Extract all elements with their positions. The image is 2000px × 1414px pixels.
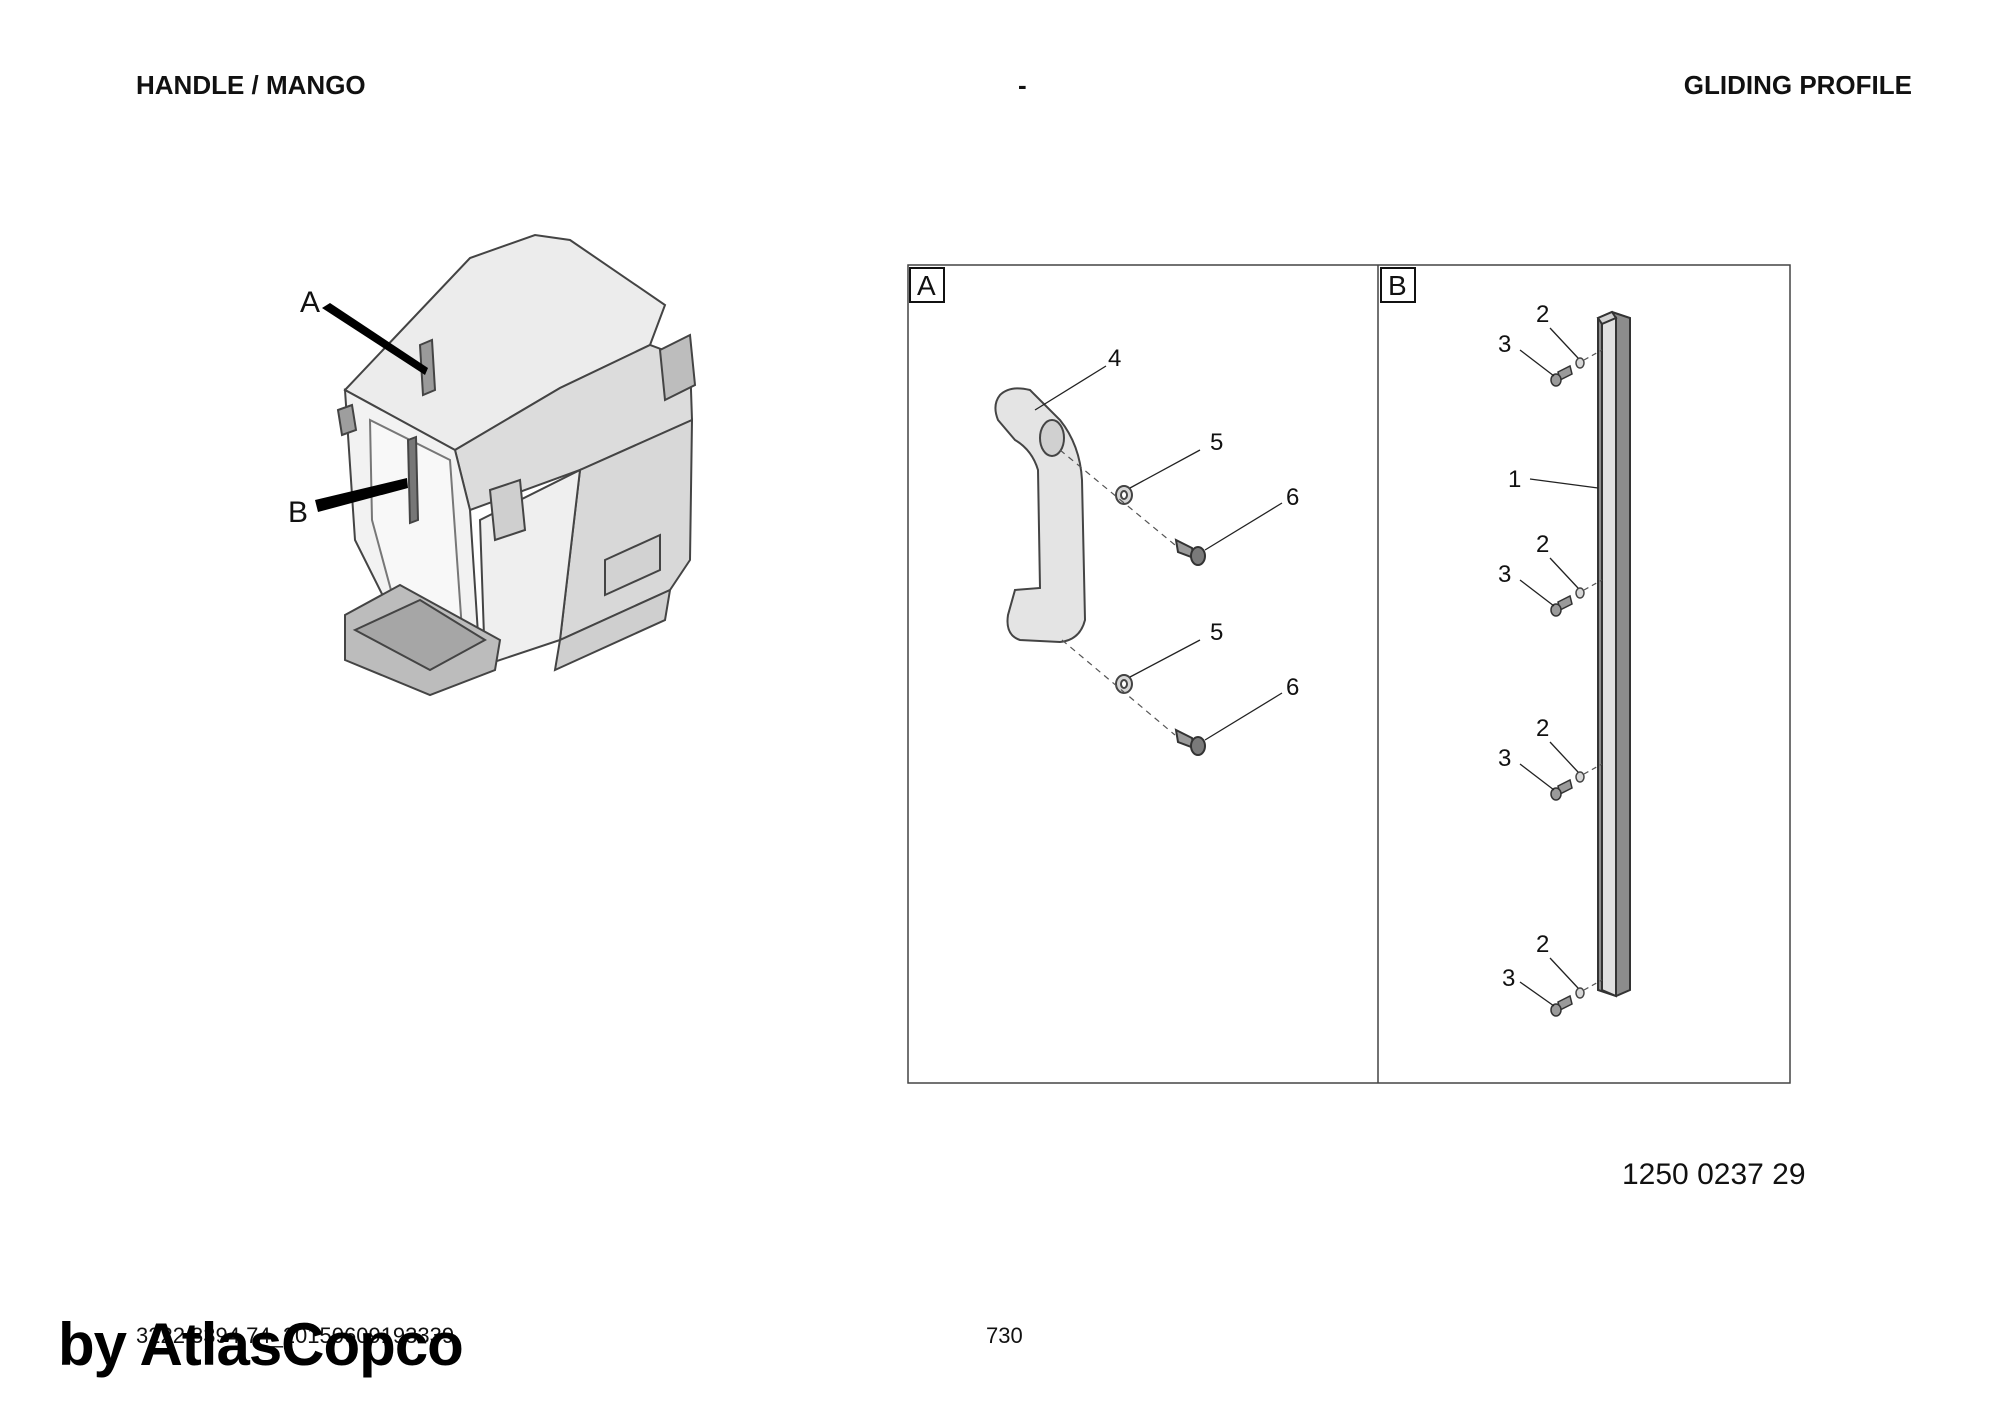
callout-3-third: 3 [1498, 745, 1511, 772]
callout-2-second: 2 [1536, 531, 1549, 558]
panel-b-label-box [1380, 267, 1416, 303]
leaders-b [1519, 327, 1599, 1007]
gliding-profile-part-1 [1596, 310, 1631, 998]
callout-4: 4 [1108, 345, 1121, 372]
page-header-center: - [1018, 70, 1027, 100]
leaders-a [1034, 365, 1283, 741]
callout-2-fourth: 2 [1536, 931, 1549, 958]
overview-label-a: A [300, 286, 320, 319]
detail-frame [907, 264, 1791, 1084]
panel-a-label-box [909, 267, 945, 303]
callout-3-second: 3 [1498, 561, 1511, 588]
screw-part-6 [1174, 538, 1206, 756]
assembly-lines-b [1583, 349, 1603, 991]
handle-part-4 [994, 387, 1087, 644]
watermark: by AtlasCopco [58, 1311, 464, 1378]
callout-5-upper: 5 [1210, 429, 1223, 456]
page-header-left: HANDLE / MANGO [136, 70, 366, 100]
callout-6-lower: 6 [1286, 674, 1299, 701]
panel-b-label: B [1388, 270, 1407, 301]
overview-label-b: B [288, 496, 308, 529]
assembly-lines-a [1059, 449, 1176, 736]
pointer-a [322, 303, 428, 375]
panel-a-label: A [917, 270, 936, 301]
callout-2-first: 2 [1536, 301, 1549, 328]
page-number: 730 [986, 1323, 1023, 1348]
callout-1: 1 [1508, 466, 1521, 493]
part-number: 1250 0237 29 [1622, 1158, 1806, 1191]
callout-3-fourth: 3 [1502, 965, 1515, 992]
cab-overview-illustration [336, 233, 697, 697]
washer-part-5 [1115, 485, 1133, 694]
pointer-b [315, 478, 408, 512]
bolt-part-3 [1550, 364, 1573, 1017]
callout-2-third: 2 [1536, 715, 1549, 742]
callout-3-first: 3 [1498, 331, 1511, 358]
page-header-right: GLIDING PROFILE [1683, 70, 1912, 100]
callout-5-lower: 5 [1210, 619, 1223, 646]
callout-6-upper: 6 [1286, 484, 1299, 511]
document-id: 3222 3394 74_20150609193339 [136, 1323, 455, 1348]
spacer-part-2 [1575, 357, 1585, 999]
